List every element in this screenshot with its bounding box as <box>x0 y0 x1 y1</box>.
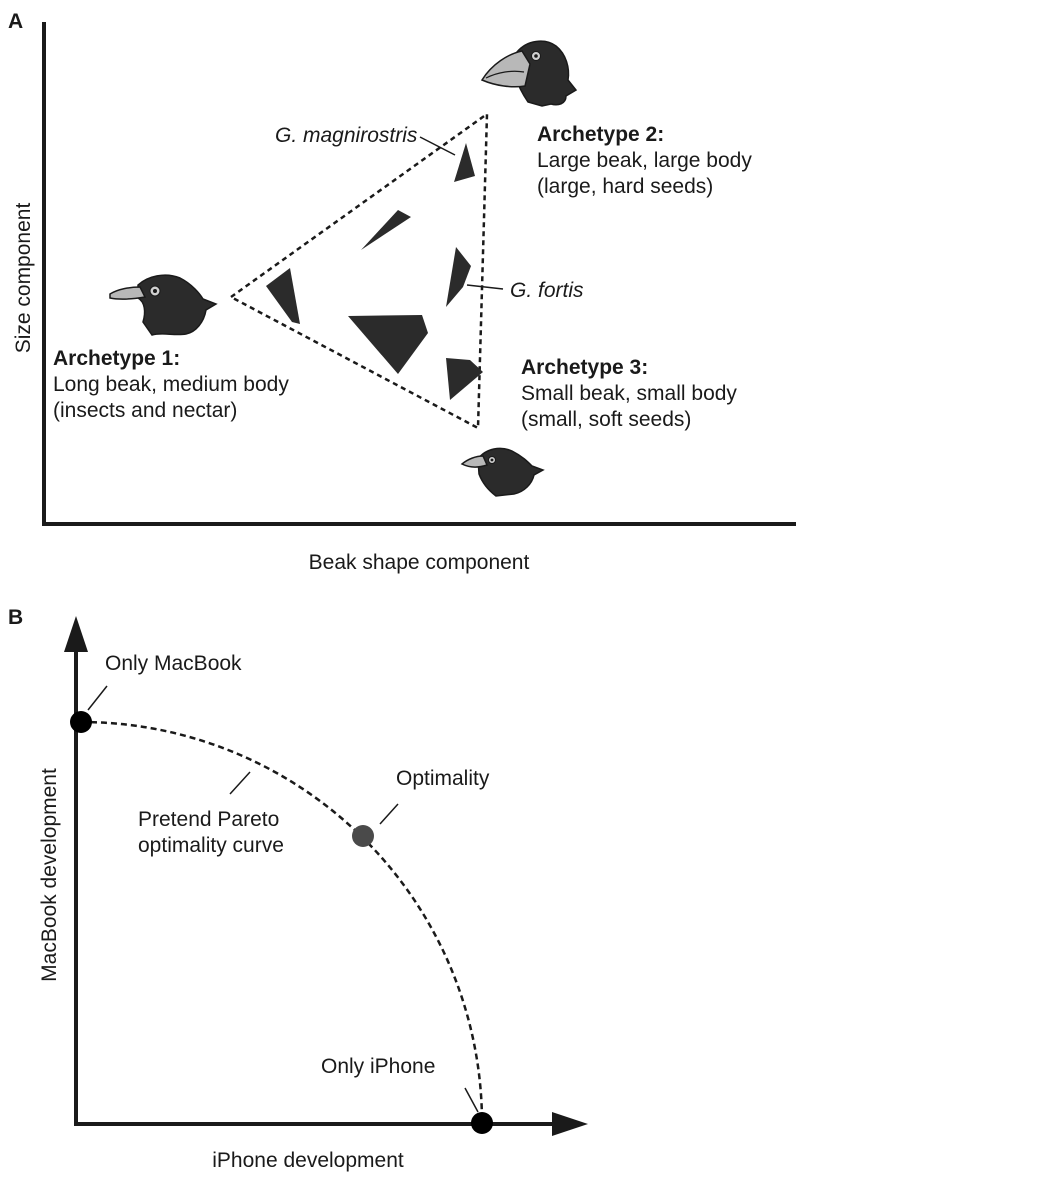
panel-b-x-axis-label: iPhone development <box>212 1149 404 1172</box>
shape-species-lower <box>446 358 483 400</box>
archetype-3-line1: Small beak, small body <box>521 382 737 405</box>
bird-archetype-3-icon <box>460 447 545 497</box>
optimality-leader <box>379 803 399 825</box>
only-iphone-leader <box>464 1087 479 1113</box>
shape-species-large <box>348 315 428 374</box>
label-optimality: Optimality <box>396 767 490 790</box>
only-macbook-point <box>70 711 92 733</box>
label-magnirostris: G. magnirostris <box>275 124 418 147</box>
archetype-1-line1: Long beak, medium body <box>53 373 289 396</box>
archetype-1-title: Archetype 1: <box>53 347 180 370</box>
shape-species-left <box>266 268 300 324</box>
label-curve-line2: optimality curve <box>138 834 284 857</box>
label-curve-line1: Pretend Pareto <box>138 808 279 831</box>
shape-fortis <box>446 247 471 307</box>
panel-b-label: B <box>8 606 23 629</box>
panel-b-y-axis-label: MacBook development <box>38 768 61 982</box>
label-fortis: G. fortis <box>510 279 584 302</box>
label-only-iphone: Only iPhone <box>321 1055 435 1078</box>
magnirostris-leader <box>419 136 456 156</box>
panel-a-x-axis-label: Beak shape component <box>309 551 530 574</box>
species-shapes <box>266 143 483 400</box>
only-iphone-point <box>471 1112 493 1134</box>
panel-b-x-arrow <box>552 1112 588 1136</box>
archetype-2-line1: Large beak, large body <box>537 149 752 172</box>
archetype-3-title: Archetype 3: <box>521 356 648 379</box>
only-macbook-leader <box>87 685 108 711</box>
curve-leader <box>229 771 251 795</box>
fortis-leader <box>466 284 504 290</box>
panel-a-label: A <box>8 10 23 33</box>
archetype-2-title: Archetype 2: <box>537 123 664 146</box>
label-only-macbook: Only MacBook <box>105 652 242 675</box>
archetype-3-line2: (small, soft seeds) <box>521 408 691 431</box>
shape-species-upper <box>361 210 411 250</box>
archetype-2-line2: (large, hard seeds) <box>537 175 713 198</box>
panel-b-y-arrow <box>64 616 88 652</box>
archetype-triangle <box>228 111 489 431</box>
bird-archetype-2-icon <box>480 40 578 107</box>
archetype-1-line2: (insects and nectar) <box>53 399 237 422</box>
shape-magnirostris <box>454 143 475 182</box>
optimality-point <box>352 825 374 847</box>
panel-a-y-axis-label: Size component <box>12 203 35 354</box>
bird-archetype-1-icon <box>109 274 218 336</box>
